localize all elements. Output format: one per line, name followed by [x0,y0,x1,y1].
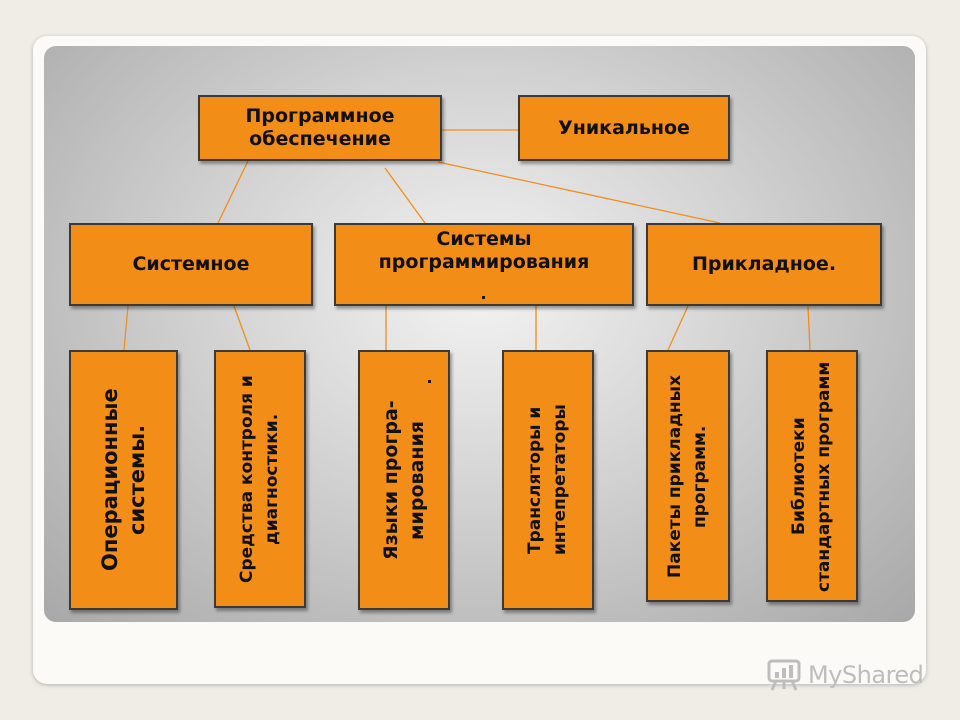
leaf-operating-systems-label: Операционные системы. [97,388,149,572]
leaf-application-packages-label: Пакеты прикладных программ. [665,374,710,578]
node-applied-software-label: Прикладное. [691,253,837,275]
connector-applied-libraries [807,305,811,351]
leaf-application-packages: Пакеты прикладных программ. [646,350,730,602]
leaf-diagnostics-tools-label: Средства контроля и диагностики. [237,375,282,583]
leaf-standard-libraries-label: Библиотеки стандартных программ [789,360,834,592]
node-system-software-label: Системное [132,253,250,275]
leaf-operating-systems: Операционные системы. [69,350,178,610]
presentation-board-icon [767,659,801,691]
node-system-software: Системное [69,223,313,306]
node-programming-systems: Системы программирования [334,223,634,306]
leaf-translators: Трансляторы и интепретаторы [502,350,594,610]
connector-root-applied [437,161,721,224]
dot-mark [428,380,431,383]
leaf-programming-languages: Языки програ-мирования [358,350,450,610]
connector-root-system [217,160,249,224]
watermark-logo: MyShared [766,655,924,695]
node-applied-software: Прикладное. [646,223,882,306]
node-software-root-label: Программное обеспечение [245,105,395,150]
connector-applied-packages [667,305,689,351]
node-programming-systems-label: Системы программирования [378,228,590,273]
connector-system-os [123,305,129,351]
leaf-translators-label: Трансляторы и интепретаторы [525,404,570,556]
leaf-programming-languages-label: Языки програ-мирования [380,400,428,560]
node-software-root: Программное обеспечение [198,95,442,161]
connector-root-programming [384,167,426,224]
node-unique-label: Уникальное [558,116,690,139]
dot-mark [482,296,485,299]
connector-system-diagnostics [233,305,251,351]
leaf-diagnostics-tools: Средства контроля и диагностики. [214,350,306,608]
node-unique: Уникальное [518,95,730,161]
watermark-text: MyShared [808,661,924,689]
leaf-standard-libraries: Библиотеки стандартных программ [766,350,858,602]
